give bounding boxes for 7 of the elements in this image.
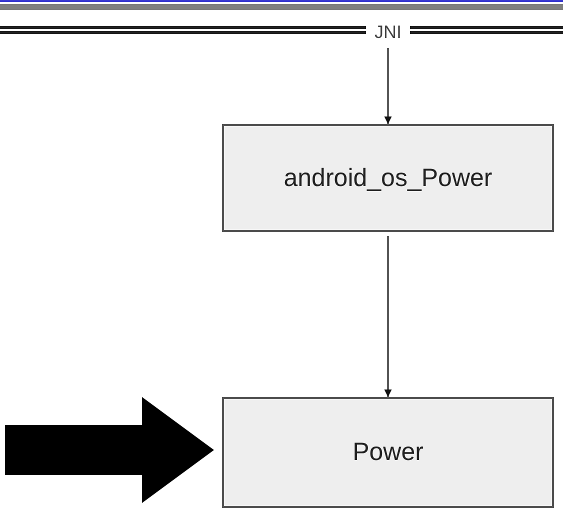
box-label: Power [352,438,424,467]
arrow [5,397,214,503]
box-label: android_os_Power [284,164,492,192]
arrow [384,236,392,397]
process-box [222,124,554,232]
process-box [222,397,554,508]
arrow [384,48,392,124]
